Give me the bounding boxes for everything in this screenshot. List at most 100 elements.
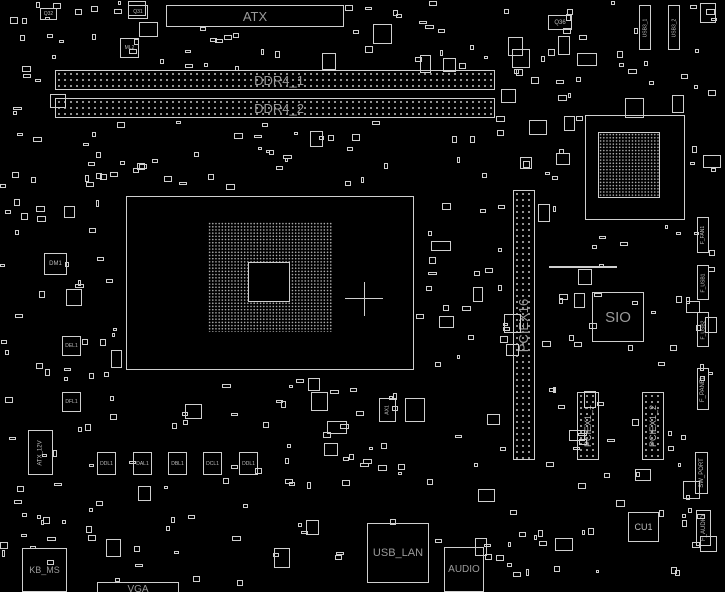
smd-pad xyxy=(255,467,263,474)
smd-pad xyxy=(46,560,55,565)
smd-pad xyxy=(507,541,512,547)
smd-pad xyxy=(151,159,158,163)
smd-pad xyxy=(77,279,82,286)
smd-pad xyxy=(14,198,21,206)
pciex16-slot[interactable]: PCIEX16 xyxy=(513,190,535,460)
smd-pad xyxy=(178,182,188,186)
smd-pad xyxy=(137,485,152,501)
smd-pad xyxy=(706,9,715,15)
chipset-outline[interactable] xyxy=(585,115,685,220)
f-usb2-header[interactable]: F_USB2 xyxy=(697,312,709,347)
smd-pad xyxy=(63,377,68,381)
smd-pad xyxy=(274,50,280,58)
smd-pad xyxy=(53,483,63,487)
smd-pad xyxy=(606,439,616,443)
ddr4-slot-2[interactable]: DDR4_2 xyxy=(55,98,495,118)
smd-pad xyxy=(598,235,607,240)
smd-pad xyxy=(483,55,488,60)
sw-port-header[interactable]: SW_PORT xyxy=(695,452,708,494)
smd-pad xyxy=(708,249,716,257)
smd-pad xyxy=(0,541,8,549)
smd-pad xyxy=(576,116,583,121)
smd-pad xyxy=(88,508,94,512)
smd-pad xyxy=(711,167,717,172)
cpu-socket-outline[interactable] xyxy=(126,196,414,370)
smd-pad xyxy=(36,215,46,222)
smd-pad xyxy=(225,184,235,191)
ddl-inductor-2: DDL1 xyxy=(239,452,258,475)
smd-pad xyxy=(664,224,668,230)
sio-chip[interactable]: SIO xyxy=(592,292,644,342)
smd-pad xyxy=(650,310,657,315)
smd-pad xyxy=(392,405,398,412)
smd-pad xyxy=(531,77,539,84)
smd-pad xyxy=(455,435,463,439)
smd-pad xyxy=(689,161,695,166)
smd-pad xyxy=(52,54,57,59)
smd-pad xyxy=(540,56,546,62)
smd-pad xyxy=(230,465,238,470)
smd-pad xyxy=(462,305,471,311)
f-usb1-header[interactable]: F_USB1 xyxy=(697,265,709,300)
audio-label: AUDIO xyxy=(448,564,480,575)
smd-pad xyxy=(184,50,192,54)
smd-pad xyxy=(528,120,548,135)
smd-pad xyxy=(88,228,97,234)
usb-lan-connector[interactable]: USB_LAN xyxy=(367,523,429,583)
pciex1-2-slot[interactable]: PCIEX1_2 xyxy=(642,392,664,460)
pciex1-1-slot[interactable]: PCIEX1_1 xyxy=(577,392,599,460)
smd-pad xyxy=(364,6,372,10)
smd-pad xyxy=(295,379,304,383)
smd-pad xyxy=(334,554,343,561)
smd-pad xyxy=(695,48,699,54)
smd-pad xyxy=(699,364,705,372)
usb-lan-label: USB_LAN xyxy=(372,547,424,559)
kb-ms-connector[interactable]: KB_MS xyxy=(22,548,67,592)
usb3-header-1[interactable]: USB3_1 xyxy=(639,5,651,50)
smd-pad xyxy=(170,517,176,523)
smd-pad xyxy=(496,130,504,136)
smd-pad xyxy=(495,115,505,123)
dm1-label: DM1 xyxy=(49,261,62,267)
smd-pad xyxy=(183,420,188,425)
smd-pad xyxy=(497,204,506,209)
f-audio-header[interactable]: F_AUDIO xyxy=(696,510,711,546)
smd-pad xyxy=(480,209,487,214)
smd-pad xyxy=(562,27,571,34)
vga-connector[interactable]: VGA xyxy=(97,582,179,592)
smd-pad xyxy=(322,52,337,70)
smd-pad xyxy=(628,344,634,351)
smd-pad xyxy=(5,350,10,355)
dm1-chip[interactable]: DM1 xyxy=(44,253,67,275)
trace xyxy=(549,266,617,268)
smd-pad xyxy=(50,94,67,108)
atx-12v-connector[interactable]: ATX_12V xyxy=(28,430,53,475)
smd-pad xyxy=(537,530,543,537)
smd-pad xyxy=(16,486,25,492)
atx-connector[interactable]: ATX xyxy=(166,5,344,27)
smd-pad xyxy=(555,153,570,165)
dal-label: DAL1 xyxy=(136,460,149,467)
smd-pad xyxy=(174,550,179,555)
ddr4-slot-1[interactable]: DDR4_1 xyxy=(55,70,495,90)
ml2-component: ML2 xyxy=(120,38,139,58)
smd-pad xyxy=(539,540,548,546)
smd-pad xyxy=(415,314,424,320)
smd-pad xyxy=(96,200,100,208)
usb3-header-2[interactable]: USB3_2 xyxy=(668,5,680,50)
smd-pad xyxy=(508,36,524,57)
kb-ms-label: KB_MS xyxy=(29,565,60,575)
smd-pad xyxy=(554,566,560,573)
smd-pad xyxy=(21,534,28,538)
smd-pad xyxy=(85,525,92,533)
smd-pad xyxy=(472,287,483,303)
smd-pad xyxy=(649,80,655,86)
smd-pad xyxy=(82,338,88,346)
smd-pad xyxy=(36,1,41,8)
smd-pad xyxy=(92,131,96,138)
smd-pad xyxy=(670,344,678,352)
smd-pad xyxy=(307,482,311,490)
cu1-chip[interactable]: CU1 xyxy=(628,512,659,542)
smd-pad xyxy=(275,166,283,170)
q32-label: Q32 xyxy=(43,11,54,17)
